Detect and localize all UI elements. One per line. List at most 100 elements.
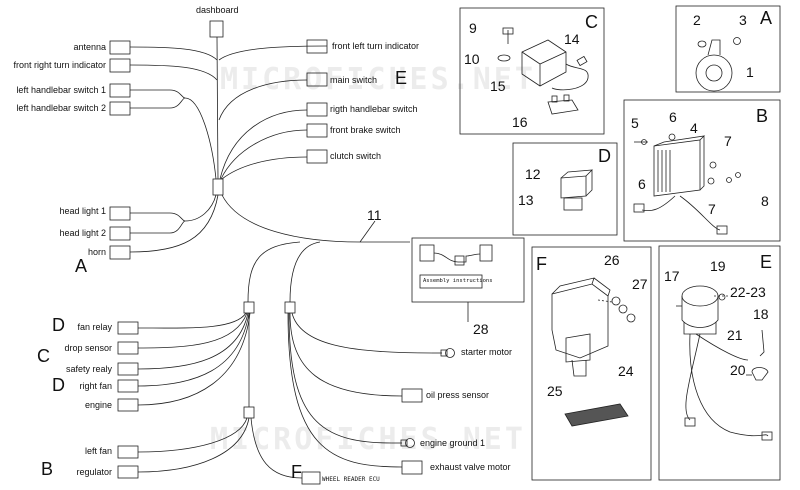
right-fan-connector xyxy=(117,379,139,393)
head-light-1-connector xyxy=(109,206,131,221)
right-hb-connector xyxy=(306,102,328,117)
exhaust-valve-connector xyxy=(401,460,423,475)
dashboard-label: dashboard xyxy=(196,5,239,15)
part-number-7-bottom: 7 xyxy=(708,201,716,217)
clutch-label: clutch switch xyxy=(330,151,382,161)
part-number-19: 19 xyxy=(710,258,726,274)
box-d xyxy=(512,142,618,236)
box-b-letter: B xyxy=(756,106,769,126)
engine-ground-label: engine ground 1 xyxy=(420,438,486,448)
right-fan-label: right fan xyxy=(79,381,112,391)
left-fan-label: left fan xyxy=(84,446,112,456)
part-number-17: 17 xyxy=(664,268,680,284)
right-hb-label: rigth handlebar switch xyxy=(330,104,418,114)
head-light-1-label: head light 1 xyxy=(59,206,106,216)
head-light-2-connector xyxy=(109,226,131,241)
part-number-12: 12 xyxy=(525,166,541,182)
main-switch-label: main switch xyxy=(330,75,378,85)
part-28-box xyxy=(411,237,525,303)
antenna-label: antenna xyxy=(73,42,106,52)
left-hb-2-label: left handlebar switch 2 xyxy=(16,103,106,113)
front-left-turn-label: front left turn indicator xyxy=(332,41,420,51)
lower-right-junction xyxy=(284,301,296,314)
front-right-turn-label: front right turn indicator xyxy=(13,60,106,70)
box-e-letter: E xyxy=(760,252,773,272)
part-number-20: 20 xyxy=(730,362,746,378)
fan-relay-connector xyxy=(117,321,139,335)
safety-relay-connector xyxy=(117,362,139,376)
part-number-10: 10 xyxy=(464,51,480,67)
oil-press-label: oil press sensor xyxy=(426,390,490,400)
lower-junction-2 xyxy=(243,406,255,419)
part-number-14: 14 xyxy=(564,31,580,47)
letter-d-right-fan: D xyxy=(52,375,65,395)
wheel-reader-connector xyxy=(301,471,321,485)
part-number-22-23: 22-23 xyxy=(730,284,766,300)
part-number-6-top: 6 xyxy=(669,109,677,125)
part-number-24: 24 xyxy=(618,363,634,379)
head-light-2-label: head light 2 xyxy=(59,228,106,238)
box-a xyxy=(675,5,781,93)
letter-b-regulator: B xyxy=(41,459,54,479)
fan-relay-label: fan relay xyxy=(77,322,112,332)
front-brake-label: front brake switch xyxy=(330,125,401,135)
letter-c-drop-sensor: C xyxy=(37,346,50,366)
starter-motor-label: starter motor xyxy=(461,347,513,357)
watermark-top: MICROFICHES.NET xyxy=(220,62,536,97)
horn-connector xyxy=(109,245,131,260)
part-number-13: 13 xyxy=(518,192,534,208)
box-c xyxy=(459,7,605,135)
exhaust-valve-label: exhaust valve motor xyxy=(430,462,511,472)
box-d-letter: D xyxy=(598,146,611,166)
part-number-7-top: 7 xyxy=(724,133,732,149)
part-number-28: 28 xyxy=(473,321,489,337)
letter-d-fan-relay: D xyxy=(52,315,65,335)
drop-sensor-label: drop sensor xyxy=(64,343,112,353)
box-a-letter: A xyxy=(760,8,773,28)
box-c-letter: C xyxy=(585,12,598,32)
part-number-26: 26 xyxy=(604,252,620,268)
part-number-4: 4 xyxy=(690,120,698,136)
watermark-bottom: MICROFICHES.NET xyxy=(210,422,526,457)
part-number-11: 11 xyxy=(367,207,382,223)
dashboard-connector xyxy=(209,20,224,38)
part-number-16: 16 xyxy=(512,114,528,130)
part-number-15: 15 xyxy=(490,78,506,94)
letter-a-horn: A xyxy=(75,256,88,276)
drop-sensor-connector xyxy=(117,341,139,355)
part-number-5: 5 xyxy=(631,115,639,131)
engine-connector xyxy=(117,398,139,412)
safety-relay-label: safety realy xyxy=(65,364,112,374)
horn-label: horn xyxy=(87,247,106,257)
box-f xyxy=(531,246,652,481)
part-number-27: 27 xyxy=(632,276,648,292)
regulator-connector xyxy=(117,465,139,479)
left-hb-1-label: left handlebar switch 1 xyxy=(16,85,106,95)
engine-label: engine xyxy=(84,400,112,410)
part-number-6-bottom: 6 xyxy=(638,176,646,192)
lower-left-junction xyxy=(243,301,255,314)
letter-f-wheel-reader: F xyxy=(291,462,302,482)
oil-press-connector xyxy=(401,388,423,403)
wheel-reader-label: WHEEL READER ECU xyxy=(322,476,380,483)
part-number-21: 21 xyxy=(727,327,743,343)
assembly-instructions-sheet xyxy=(419,274,483,289)
main-switch-connector xyxy=(306,72,328,87)
box-b xyxy=(623,99,781,242)
left-hb-1-connector xyxy=(109,83,131,98)
letter-e-main-switch: E xyxy=(395,68,408,88)
part-number-25: 25 xyxy=(547,383,563,399)
assembly-instructions-label: Assembly instructions xyxy=(423,278,493,284)
left-fan-connector xyxy=(117,445,139,459)
front-right-turn-connector xyxy=(109,58,131,73)
central-junction xyxy=(212,178,224,196)
box-e xyxy=(658,245,781,481)
clutch-connector xyxy=(306,149,328,164)
regulator-label: regulator xyxy=(76,467,112,477)
part-number-9: 9 xyxy=(469,20,477,36)
part-number-18: 18 xyxy=(753,306,769,322)
antenna-connector xyxy=(109,40,131,55)
part-number-3: 3 xyxy=(739,12,747,28)
